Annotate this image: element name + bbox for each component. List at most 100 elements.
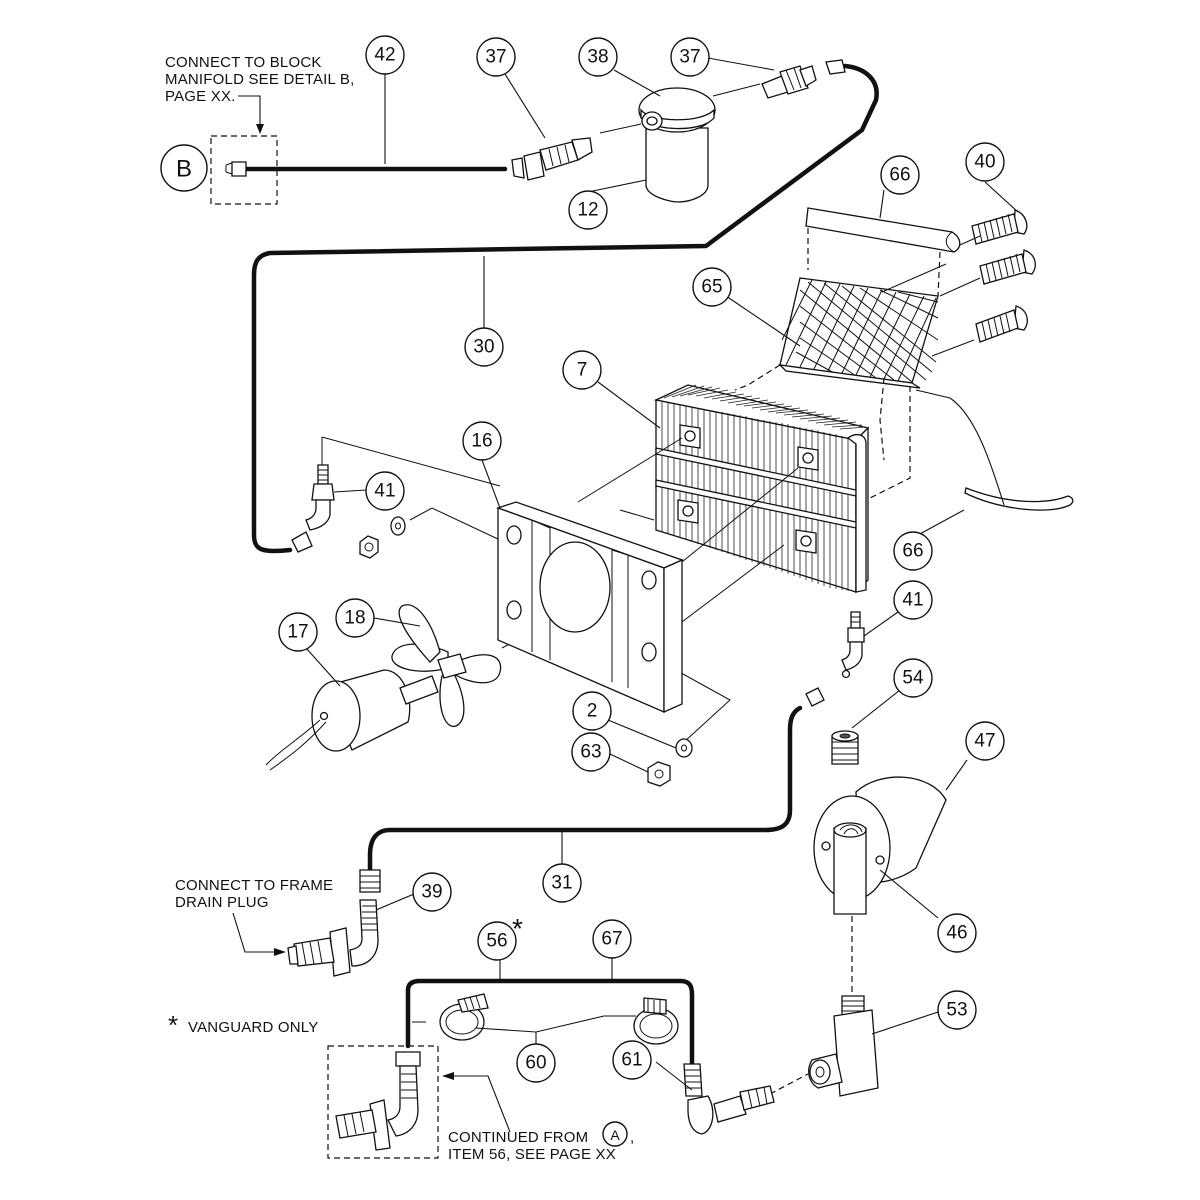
callout-67: 67 (592, 919, 632, 959)
nut-63 (647, 761, 671, 787)
note-frame-drain: CONNECT TO FRAME DRAIN PLUG (175, 877, 333, 956)
elbow-fitting-61 (683, 1063, 775, 1135)
callout-37-left: 37 (476, 37, 516, 77)
note-continued-from: CONTINUED FROM A , ITEM 56, SEE PAGE XX (442, 1072, 634, 1163)
svg-text:VANGUARD ONLY: VANGUARD ONLY (188, 1019, 318, 1036)
drain-plug-fitting-39 (287, 869, 381, 977)
svg-text:30: 30 (473, 337, 494, 358)
svg-text:7: 7 (577, 360, 588, 381)
pump-motor-47 (813, 776, 947, 915)
callout-31: 31 (542, 863, 582, 903)
strip-66-top (805, 207, 961, 253)
note-vanguard-only: * VANGUARD ONLY (168, 1010, 318, 1040)
svg-text:47: 47 (974, 731, 995, 752)
svg-text:53: 53 (946, 1000, 967, 1021)
svg-text:CONNECT TO FRAME: CONNECT TO FRAME (175, 877, 333, 894)
heat-exchanger-core-7 (653, 384, 870, 594)
svg-text:60: 60 (525, 1053, 546, 1074)
svg-text:56: 56 (486, 931, 507, 952)
mounting-plate-16 (496, 501, 684, 714)
svg-text:17: 17 (287, 622, 308, 643)
svg-text:37: 37 (485, 47, 506, 68)
callout-63: 63 (571, 732, 611, 772)
callout-66-top: 66 (880, 155, 920, 195)
svg-text:37: 37 (679, 47, 700, 68)
callout-56: 56 (477, 921, 517, 961)
callout-2: 2 (572, 691, 612, 731)
hose-31 (367, 705, 803, 873)
note-block-manifold: CONNECT TO BLOCK MANIFOLD SEE DETAIL B, … (165, 54, 354, 134)
check-valve-54 (831, 730, 859, 765)
hose-barb-fitting-37-right (761, 59, 846, 99)
callout-60: 60 (516, 1043, 556, 1083)
svg-text:39: 39 (421, 882, 442, 903)
callout-16: 16 (462, 421, 502, 461)
svg-text:40: 40 (974, 152, 995, 173)
svg-text:*: * (512, 913, 523, 944)
hose-clamp-60-left (439, 993, 489, 1041)
svg-text:CONTINUED FROM: CONTINUED FROM (448, 1129, 588, 1146)
svg-text:66: 66 (889, 165, 910, 186)
hose-30 (251, 63, 879, 554)
callout-56-star: * (512, 913, 523, 944)
callout-61: 61 (612, 1040, 652, 1080)
svg-text:CONNECT TO BLOCK: CONNECT TO BLOCK (165, 54, 322, 71)
callout-65: 65 (692, 267, 732, 307)
svg-text:PAGE XX.: PAGE XX. (165, 88, 236, 105)
callout-17: 17 (278, 612, 318, 652)
hose-barb-fitting-37-left (511, 137, 593, 181)
svg-text:42: 42 (374, 45, 395, 66)
callout-18: 18 (335, 598, 375, 638)
callout-30: 30 (464, 327, 504, 367)
svg-text:18: 18 (344, 608, 365, 629)
detail-b-reference: B (160, 135, 278, 205)
callout-53: 53 (937, 990, 977, 1030)
svg-text:38: 38 (587, 47, 608, 68)
callout-leaders (305, 57, 1019, 1091)
callout-39: 39 (412, 872, 452, 912)
tee-fitting-53 (807, 995, 879, 1097)
callout-41-right: 41 (893, 580, 933, 620)
callout-41-left: 41 (365, 471, 405, 511)
tee-guide-line (769, 1073, 809, 1095)
vanguard-elbow-detail (327, 1045, 439, 1159)
callout-47: 47 (965, 721, 1005, 761)
callout-66-bottom: 66 (893, 531, 933, 571)
callout-38: 38 (578, 37, 618, 77)
svg-text:DRAIN PLUG: DRAIN PLUG (175, 894, 269, 911)
svg-text:12: 12 (577, 200, 598, 221)
svg-text:41: 41 (902, 590, 923, 611)
fan-blade-18 (391, 604, 502, 727)
svg-text:61: 61 (621, 1050, 642, 1071)
callout-42: 42 (365, 35, 405, 75)
svg-text:65: 65 (701, 277, 722, 298)
callout-12: 12 (568, 190, 608, 230)
svg-text:A: A (610, 1127, 620, 1143)
svg-text:67: 67 (601, 929, 622, 950)
callout-46: 46 (937, 913, 977, 953)
svg-text:16: 16 (471, 431, 492, 452)
callout-7: 7 (562, 350, 602, 390)
nut-and-washer-left (359, 516, 406, 559)
screws-40 (931, 209, 1036, 357)
svg-text:ITEM 56, SEE PAGE XX: ITEM 56, SEE PAGE XX (448, 1146, 616, 1163)
svg-text:,: , (630, 1129, 634, 1146)
elbow-fitting-41-right (805, 611, 865, 707)
svg-text:*: * (168, 1010, 178, 1040)
fuel-filter-38 (599, 83, 761, 203)
svg-text:31: 31 (551, 873, 572, 894)
svg-text:2: 2 (587, 701, 598, 722)
svg-text:MANIFOLD SEE DETAIL B,: MANIFOLD SEE DETAIL B, (165, 71, 354, 88)
fan-motor-17 (265, 669, 439, 771)
callout-40: 40 (965, 142, 1005, 182)
svg-text:41: 41 (374, 481, 395, 502)
elbow-fitting-41-left (291, 464, 335, 553)
callout-37-right: 37 (670, 37, 710, 77)
hose-clamp-60-right (633, 997, 679, 1045)
callout-54: 54 (893, 658, 933, 698)
strip-66-bottom (964, 487, 1074, 511)
detail-b-label: B (176, 156, 192, 183)
svg-text:46: 46 (946, 923, 967, 944)
screen-guide-lines (734, 228, 941, 501)
